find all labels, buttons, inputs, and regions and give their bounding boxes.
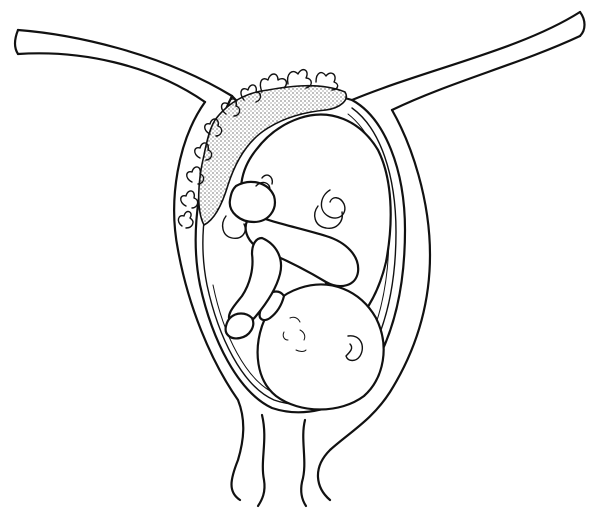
cervix [258,415,306,506]
fetus [223,115,391,410]
left-fallopian-tube [15,30,232,102]
right-fallopian-tube [352,12,585,110]
fetus-knee [230,182,275,222]
fetus-foot [226,314,254,339]
